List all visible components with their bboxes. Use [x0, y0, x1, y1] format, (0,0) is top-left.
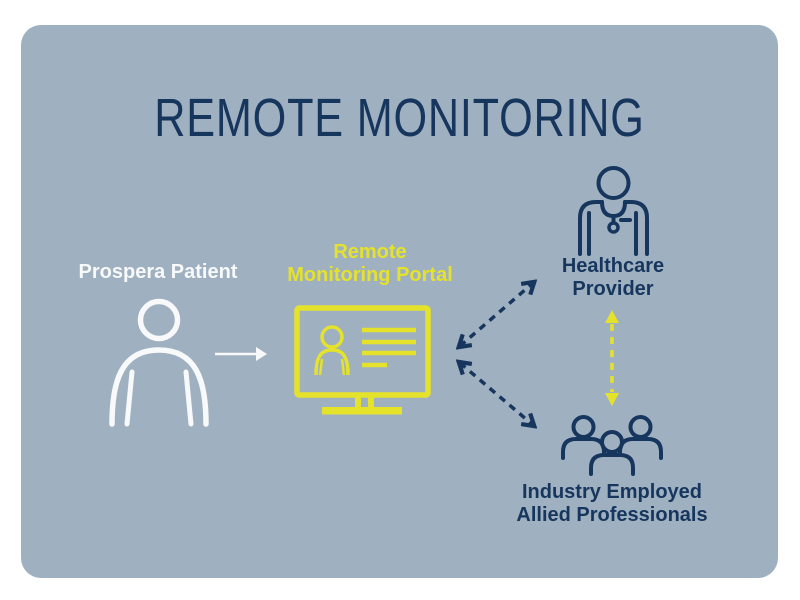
healthcare-provider-icon [578, 166, 649, 256]
dashed-arrow-portal-provider [460, 283, 533, 346]
patient-label: Prospera Patient [78, 261, 238, 283]
dashed-arrow-portal-provider-and-professionals [448, 270, 550, 438]
dashed-arrow-provider-professionals [605, 310, 619, 406]
professionals-label: Industry Employed Allied Professionals [516, 481, 708, 526]
flow-arrow-icon [215, 347, 267, 361]
dashed-arrow-portal-professionals [460, 363, 533, 425]
patient-icon [109, 298, 209, 427]
diagram-title: REMOTE MONITORING [154, 88, 645, 148]
portal-label: Remote Monitoring Portal [287, 241, 453, 286]
allied-professionals-icon [561, 415, 663, 476]
provider-label: Healthcare Provider [561, 255, 665, 300]
portal-monitor-icon [294, 305, 431, 415]
diagram-card: REMOTE MONITORING Prospera Patient Remot… [21, 25, 778, 578]
